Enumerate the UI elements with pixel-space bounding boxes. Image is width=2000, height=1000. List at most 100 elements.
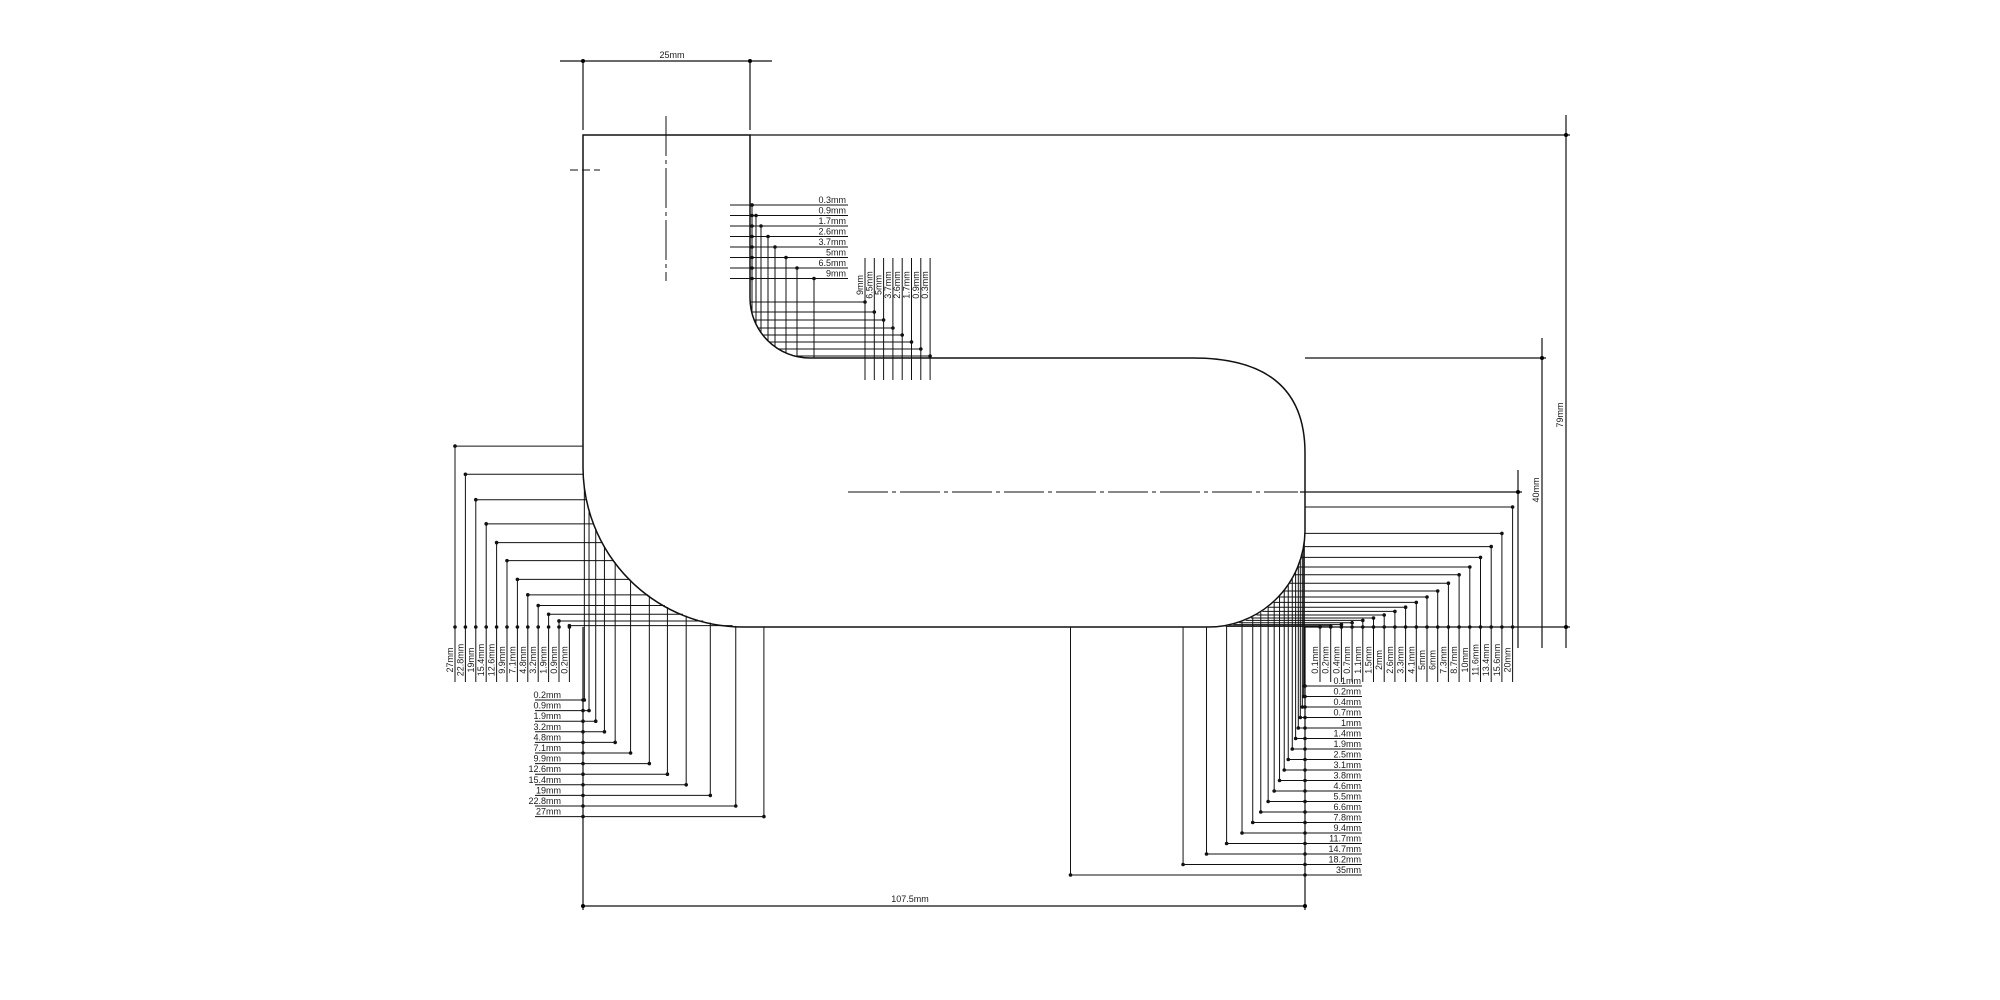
dimension-label: 3.3mm bbox=[1396, 646, 1406, 674]
dimension-point bbox=[1414, 625, 1419, 629]
dimension-label: 2mm bbox=[1374, 650, 1384, 670]
dimension-point bbox=[750, 234, 754, 239]
dimension-label: 3.7mm bbox=[883, 271, 893, 299]
part-outline bbox=[582, 134, 1306, 628]
dimension-point bbox=[1318, 624, 1322, 629]
dimension-point bbox=[1489, 625, 1493, 629]
dimension-point bbox=[474, 497, 478, 502]
dimension-label: 1.7mm bbox=[818, 216, 846, 226]
dimension-label: 6.5mm bbox=[818, 258, 846, 268]
dimension-point bbox=[1510, 625, 1515, 629]
dimension-label: 1.9mm bbox=[1333, 739, 1361, 749]
dimension-label: 27mm bbox=[445, 647, 455, 672]
dimension-point bbox=[1478, 555, 1483, 560]
dimension-point bbox=[750, 224, 754, 228]
dimension-label: 0.4mm bbox=[1331, 646, 1341, 674]
dimension-point bbox=[750, 245, 754, 249]
dimension-mid-height: 40mm bbox=[1300, 338, 1546, 648]
dimension-point bbox=[581, 772, 585, 776]
dimension-point bbox=[628, 751, 633, 755]
dimension-label: 7.3mm bbox=[1438, 646, 1448, 674]
dimension-point bbox=[581, 793, 585, 798]
dimension-label: 25mm bbox=[659, 50, 684, 60]
dimension-point bbox=[494, 625, 499, 629]
dimension-point bbox=[515, 625, 520, 629]
dimension-label: 1mm bbox=[1341, 718, 1361, 728]
dimension-point bbox=[750, 255, 754, 260]
dimension-point bbox=[474, 625, 478, 629]
dimension-label: 0.2mm bbox=[1333, 687, 1361, 697]
dimension-point bbox=[1478, 625, 1483, 629]
dimension-point bbox=[1282, 768, 1287, 772]
dimension-label: 9.9mm bbox=[533, 754, 561, 764]
dimension-point bbox=[557, 625, 561, 629]
dimension-label: 15.4mm bbox=[476, 644, 486, 677]
dimension-label: 0.9mm bbox=[533, 701, 561, 711]
dimension-point bbox=[581, 708, 585, 713]
dimension-label: 2.6mm bbox=[818, 227, 846, 237]
dimension-label: 1.9mm bbox=[533, 711, 561, 721]
dimension-point bbox=[1371, 625, 1376, 629]
dimension-point bbox=[1446, 581, 1451, 585]
dimension-label: 19mm bbox=[536, 785, 561, 795]
dimension-label: 9.4mm bbox=[1333, 823, 1361, 833]
dimension-point bbox=[463, 472, 468, 477]
dimension-point bbox=[1403, 625, 1408, 629]
dimension-label: 7.1mm bbox=[507, 646, 517, 674]
dimension-point bbox=[484, 625, 489, 629]
dimension-point bbox=[1371, 616, 1376, 620]
dimension-label: 5.5mm bbox=[1333, 792, 1361, 802]
dimension-label: 19mm bbox=[466, 647, 476, 672]
dimension-point bbox=[708, 793, 713, 798]
dimension-point bbox=[1446, 625, 1451, 629]
dimension-point bbox=[1435, 589, 1440, 593]
dimension-label: 3.7mm bbox=[818, 237, 846, 247]
dimension-point bbox=[1300, 705, 1305, 709]
dimension-label: 0.2mm bbox=[559, 646, 569, 674]
dimension-label: 0.2mm bbox=[533, 690, 561, 700]
dimension-point bbox=[1489, 544, 1493, 549]
dimension-label: 9.9mm bbox=[497, 646, 507, 674]
dimension-label: 5mm bbox=[826, 248, 846, 258]
dimension-label: 2.6mm bbox=[892, 271, 902, 299]
dimension-point bbox=[1181, 862, 1185, 867]
dimension-label: 6.5mm bbox=[864, 271, 874, 299]
dimension-point bbox=[515, 577, 520, 582]
dimension-point bbox=[762, 814, 766, 819]
dimension-point bbox=[1250, 820, 1255, 825]
dimension-point bbox=[1425, 625, 1429, 629]
dimension-point bbox=[1361, 625, 1365, 629]
dimension-label: 6mm bbox=[1428, 650, 1438, 670]
dimension-point bbox=[484, 522, 489, 526]
dimension-point bbox=[665, 772, 670, 776]
dimension-point bbox=[536, 603, 540, 608]
dimension-point bbox=[1403, 605, 1408, 609]
dimension-label: 4.6mm bbox=[1333, 781, 1361, 791]
dimension-point bbox=[1382, 625, 1386, 629]
dimension-point bbox=[581, 761, 585, 766]
dimension-label: 7.1mm bbox=[533, 743, 561, 753]
dimension-label: 12.6mm bbox=[528, 764, 561, 774]
dimension-point bbox=[1350, 621, 1354, 625]
dimension-point bbox=[1298, 715, 1303, 720]
dimension-label: 79mm bbox=[1555, 402, 1565, 427]
dimension-point bbox=[1510, 505, 1515, 509]
dimension-point bbox=[1258, 810, 1263, 814]
dimension-label: 0.1mm bbox=[1310, 646, 1320, 674]
dimension-point bbox=[1293, 736, 1298, 741]
dimension-label: 5mm bbox=[1417, 650, 1427, 670]
dimension-label: 0.9mm bbox=[818, 206, 846, 216]
dimension-label: 13.4mm bbox=[1481, 644, 1491, 677]
dimension-label: 11.7mm bbox=[1329, 834, 1361, 844]
dimension-label: 22.8mm bbox=[528, 796, 561, 806]
dimension-point bbox=[1286, 757, 1291, 762]
dimension-point bbox=[1468, 565, 1472, 569]
dimension-label: 12.6mm bbox=[487, 644, 497, 677]
dimension-label: 0.4mm bbox=[1333, 697, 1361, 707]
dimension-point bbox=[546, 612, 551, 617]
dimension-label: 40mm bbox=[1531, 477, 1541, 502]
dimension-point bbox=[1435, 625, 1440, 629]
